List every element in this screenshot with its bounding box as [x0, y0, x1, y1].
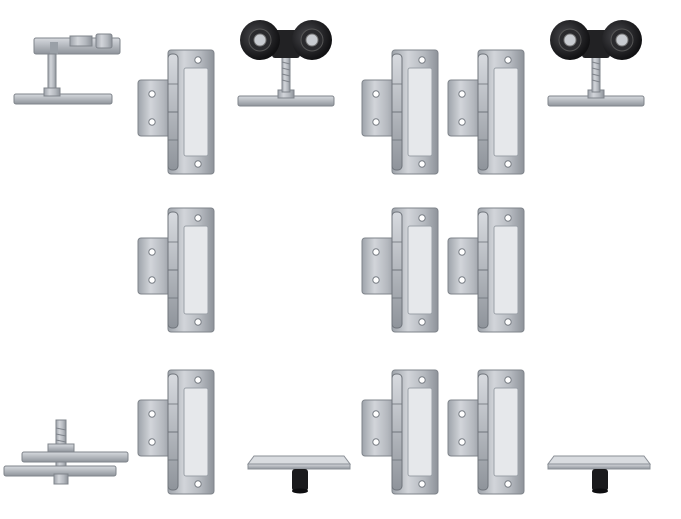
roller-hanger-icon	[547, 19, 645, 107]
hinge-icon	[361, 49, 439, 175]
hinge-icon	[137, 207, 215, 333]
hinge-icon	[447, 49, 525, 175]
hinge-icon	[447, 369, 525, 495]
hinge-icon	[447, 207, 525, 333]
roller-hanger-icon	[237, 19, 335, 107]
hinge-icon	[361, 207, 439, 333]
pivot-bolt-icon	[3, 419, 129, 485]
bracket-clamp-icon	[13, 33, 121, 105]
hinge-icon	[361, 369, 439, 495]
hinge-icon	[137, 49, 215, 175]
floor-guide-icon	[247, 455, 351, 494]
hinge-icon	[137, 369, 215, 495]
floor-guide-icon	[547, 455, 651, 494]
